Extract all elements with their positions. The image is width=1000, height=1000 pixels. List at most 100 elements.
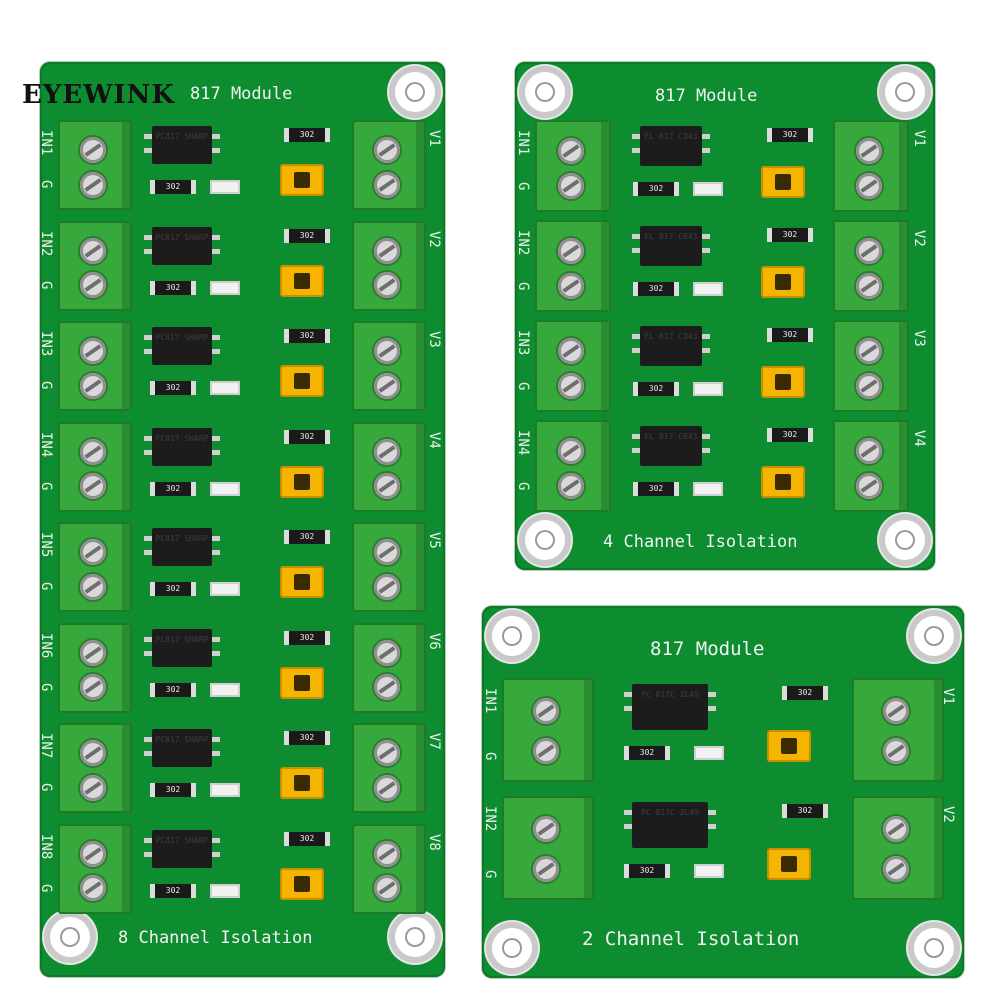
screw-icon [558,172,584,199]
input-terminal-block [502,678,594,782]
output-terminal-block [852,796,944,900]
screw-icon [558,272,584,299]
screw-icon [558,472,584,499]
input-label: IN3 [515,330,531,356]
screw-icon [856,172,882,199]
ground-label: G [515,382,531,391]
screw-icon [80,740,106,767]
resistor-bottom: 302 [150,682,196,697]
screw-icon [80,338,106,365]
led-indicator [210,481,240,496]
ground-label: G [38,783,54,792]
screw-icon [374,473,400,500]
resistor-bottom: 302 [150,582,196,596]
output-terminal-block [352,421,426,512]
jumper-cap [280,566,324,598]
input-label: IN7 [38,733,54,759]
resistor-top: 302 [782,686,828,700]
screw-icon [883,698,909,724]
optocoupler-chip: PC 817C 2L49 [624,802,716,848]
watermark-text: EYEWINK [22,80,175,110]
screw-icon [533,856,559,882]
jumper-cap [280,164,324,196]
voltage-label: V4 [911,430,927,447]
voltage-label: V4 [426,431,442,449]
bottom-label: 2 Channel Isolation [582,928,800,950]
module-label: 817 Module [190,84,293,104]
input-label: IN8 [38,833,54,859]
led-indicator [693,282,723,296]
led-indicator [693,382,723,396]
jumper-cap [280,867,324,900]
mount-hole [525,520,565,560]
resistor-top: 302 [284,831,330,846]
resistor-bottom: 302 [150,481,196,496]
jumper-cap [280,264,324,297]
optocoupler-chip: PC817 SHARP [144,126,220,164]
voltage-label: V7 [426,733,442,750]
optocoupler-chip: PC817 SHARP [144,226,220,265]
input-label: IN4 [515,430,531,456]
jumper-cap [761,366,805,398]
led-indicator [210,280,240,295]
optocoupler-chip: PC817 SHARP [144,427,220,466]
ground-label: G [515,182,531,191]
bottom-label: 8 Channel Isolation [118,928,313,948]
ground-label: G [482,752,498,761]
ground-label: G [38,180,54,189]
screw-icon [80,573,106,600]
resistor-bottom: 302 [150,280,196,295]
ground-label: G [38,381,54,390]
screw-icon [558,437,584,464]
jumper-cap [767,848,811,880]
resistor-bottom: 302 [633,382,679,396]
resistor-top: 302 [284,429,330,444]
screw-icon [856,237,882,264]
voltage-label: V1 [426,130,442,147]
screw-icon [80,539,106,566]
mount-hole [492,616,532,656]
optocoupler-chip: EL 817 C043 [632,326,710,366]
ground-label: G [38,582,54,591]
input-label: IN2 [515,230,531,256]
screw-icon [856,337,882,364]
screw-icon [80,438,106,465]
resistor-top: 302 [284,128,330,142]
jumper-cap [767,730,811,762]
led-indicator [694,746,724,760]
resistor-top: 302 [767,328,813,342]
output-terminal-block [833,220,909,312]
ground-label: G [38,280,54,289]
screw-icon [883,816,909,842]
jumper-cap [280,365,324,397]
resistor-bottom: 302 [150,381,196,395]
resistor-bottom: 302 [150,883,196,898]
input-label: IN2 [482,806,498,832]
voltage-label: V2 [426,230,442,248]
resistor-top: 302 [767,128,813,142]
screw-icon [533,738,559,764]
screw-icon [856,437,882,464]
input-label: IN2 [38,230,54,256]
optocoupler-chip: PC817 SHARP [144,628,220,667]
screw-icon [374,272,400,299]
voltage-label: V8 [426,833,442,851]
screw-icon [856,137,882,164]
led-indicator [693,182,723,196]
screw-icon [533,816,559,842]
resistor-top: 302 [284,329,330,343]
resistor-top: 302 [782,804,828,818]
jumper-cap [761,266,805,298]
output-terminal-block [352,622,426,713]
ground-label: G [38,883,54,892]
screw-icon [80,639,106,666]
led-indicator [210,783,240,797]
resistor-bottom: 302 [624,864,670,878]
optocoupler-chip: PC817 SHARP [144,729,220,767]
resistor-bottom: 302 [633,282,679,296]
output-terminal-block [833,420,909,512]
voltage-label: V3 [911,330,927,347]
resistor-bottom: 302 [624,746,670,760]
